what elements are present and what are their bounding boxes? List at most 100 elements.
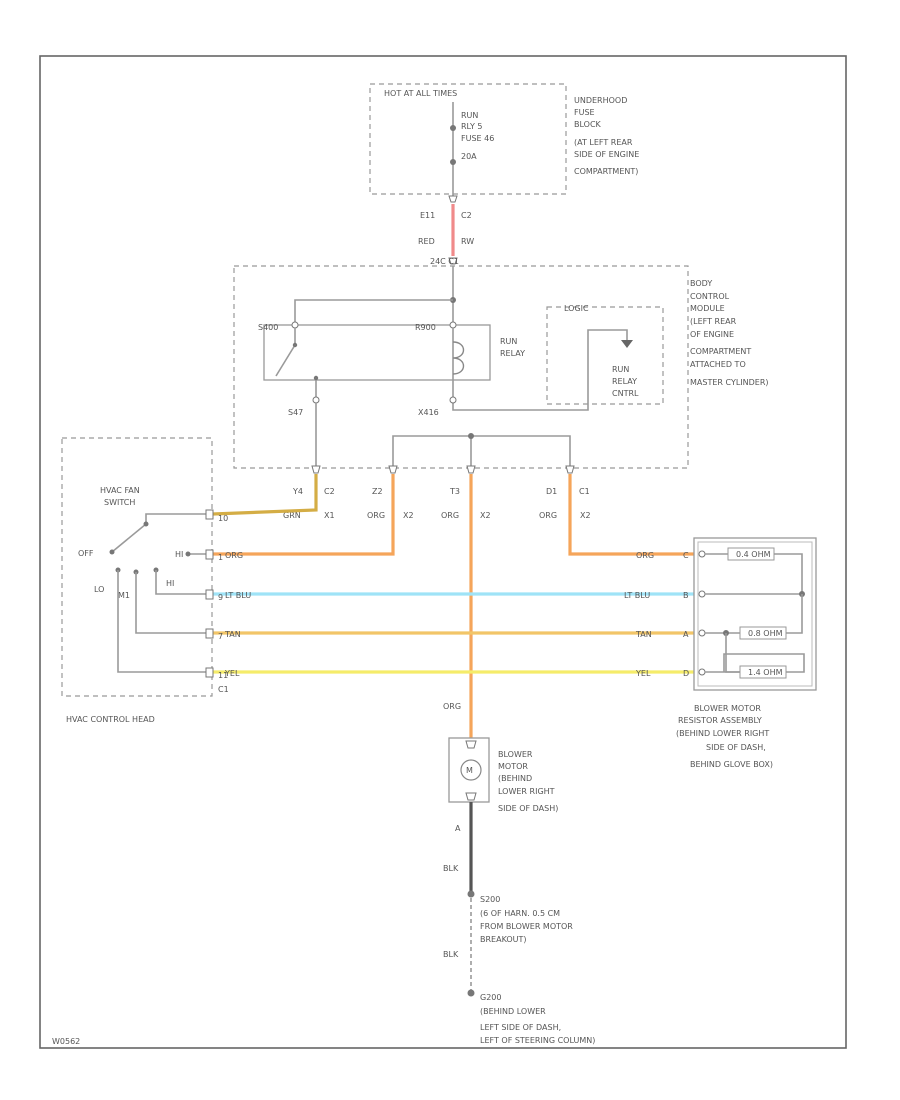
relay-coil (452, 341, 465, 375)
hvac-pin-number: 1 (218, 553, 223, 562)
hvac-switch-label: HVAC FAN (100, 486, 140, 495)
fan-switch-arm (111, 523, 147, 553)
resistor-location-line: RESISTOR ASSEMBLY (678, 716, 762, 725)
output-code: X2 (403, 511, 414, 520)
switch-pivot (143, 521, 149, 527)
fuse-location-line: UNDERHOOD (574, 96, 627, 105)
harness-wires: ORG LT BLU TAN YEL ORG LT BLU TAN YEL (212, 474, 694, 738)
resistor-lead (786, 594, 803, 634)
feed-gauge: RW (461, 237, 474, 246)
hvac-pin-number: 11 (218, 671, 228, 680)
ground-wire-color: BLK (443, 864, 459, 873)
connector-pin (205, 628, 214, 639)
green-wire (212, 474, 318, 516)
relay-name-line: RELAY (500, 349, 525, 358)
feed-color: RED (418, 237, 435, 246)
output-pin: T3 (449, 487, 460, 496)
hvac-pin-number: 9 (218, 593, 223, 602)
fuse-line: FUSE 46 (461, 134, 494, 143)
relay-right-pin: R900 (415, 323, 436, 332)
relay-switch-feed (294, 299, 453, 325)
motor-housing (448, 737, 490, 803)
relay-left-pin: S400 (258, 323, 278, 332)
motor-pin-label: A (455, 824, 461, 833)
output-color: GRN (283, 511, 301, 520)
wire-label: LT BLU (225, 591, 251, 600)
body-control-module: S400 R900 RUN RELAY LOGIC RUN RELAY CNTR… (233, 265, 769, 469)
ground-label-line: LEFT OF STEERING COLUMN) (480, 1036, 595, 1045)
connector-pin (205, 549, 214, 560)
relay-terminal (291, 321, 299, 329)
switch-m-label: M1 (118, 591, 130, 600)
orange-wire-resistor (568, 474, 694, 556)
output-conn: C2 (324, 487, 335, 496)
resistor-value: 0.4 OHM (736, 550, 771, 559)
hvac-pin-number: 10 (218, 514, 228, 523)
run-relay-outline (263, 324, 491, 381)
bcm-location-line: CONTROL (690, 292, 730, 301)
splice-dot (467, 890, 475, 898)
fuse-line: RUN (461, 111, 478, 120)
splice-label-line: S200 (480, 895, 500, 904)
connector-pin (465, 740, 477, 749)
hvac-footer: HVAC CONTROL HEAD (66, 715, 155, 724)
resistor-lead (705, 553, 803, 595)
relay-contact (313, 375, 319, 381)
logic-outline (546, 306, 664, 405)
hvac-pin-number: 7 (218, 632, 223, 641)
resistor-terminal (698, 668, 706, 676)
bcm-location-line: MODULE (690, 304, 725, 313)
motor-location-line: LOWER RIGHT (498, 787, 555, 796)
switch-lo-label: LO (94, 585, 104, 594)
output-color: ORG (367, 511, 385, 520)
output-pin: D1 (546, 487, 557, 496)
feed-wire: E11 C2 RED RW 24C C1 (418, 195, 474, 266)
logic-label-line: RUN (612, 365, 629, 374)
output-code: X1 (324, 511, 335, 520)
blower-motor: ORG M BLOWER MOTOR (BEHIND LOWER RIGHT S… (443, 702, 558, 833)
wire-label-right: TAN (635, 630, 652, 639)
relay-name-line: RUN (500, 337, 517, 346)
connector-pin (311, 465, 321, 474)
resistor-location-line: BEHIND GLOVE BOX) (690, 760, 773, 769)
connector-pin (448, 195, 458, 203)
motor-location-line: MOTOR (498, 762, 528, 771)
switch-off-contact (109, 549, 115, 555)
feed-circuit: E11 (420, 211, 435, 220)
relay-switch-arm (275, 344, 296, 377)
fuse-location-line: FUSE (574, 108, 595, 117)
fuse-location-line: BLOCK (574, 120, 602, 129)
fuse-line: 20A (461, 152, 477, 161)
logic-label-line: CNTRL (612, 389, 639, 398)
speed-wire-2 (135, 572, 213, 634)
resistor-lead (723, 653, 805, 673)
motor-wire-color: ORG (443, 702, 461, 711)
connector-pin (466, 465, 476, 474)
bcm-location-line: MASTER CYLINDER) (690, 378, 769, 387)
wire-label-right: ORG (636, 551, 654, 560)
logic-ground-icon (621, 340, 633, 348)
speed-wire-1 (117, 570, 213, 673)
switch-common-wire (145, 513, 213, 522)
connector-pin (388, 465, 398, 474)
switch-hi-contact (185, 551, 191, 557)
coil-pin-label: X416 (418, 408, 439, 417)
wire-label-right: LT BLU (624, 591, 650, 600)
bcm-outline (233, 265, 689, 469)
splice-label-line: BREAKOUT) (480, 935, 527, 944)
wire-label: TAN (224, 630, 241, 639)
wire-label: ORG (225, 551, 243, 560)
fuse-line: RLY 5 (461, 122, 482, 131)
splice-label-line: FROM BLOWER MOTOR (480, 922, 573, 931)
fuse-location-line: (AT LEFT REAR (574, 138, 633, 147)
output-color: ORG (441, 511, 459, 520)
output-code: X2 (480, 511, 491, 520)
bcm-location-line: (LEFT REAR (690, 317, 737, 326)
ground-path: BLK S200 (6 OF HARN. 0.5 CM FROM BLOWER … (443, 802, 595, 1045)
resistor-pin: B (683, 591, 689, 600)
switch-off-label: OFF (78, 549, 94, 558)
output-conn: C1 (579, 487, 590, 496)
feed-connector: C2 (461, 211, 472, 220)
figure-id: W0562 (52, 1037, 80, 1046)
fuse-terminal-top (450, 125, 456, 131)
